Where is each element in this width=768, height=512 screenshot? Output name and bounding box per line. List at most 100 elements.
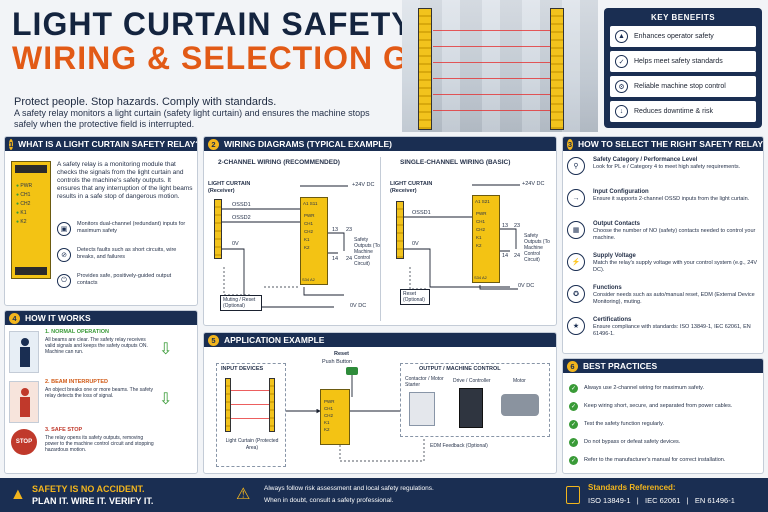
terminal-label: S21 — [481, 199, 490, 204]
selection-text: Choose the number of NO (safety) contact… — [593, 228, 756, 241]
step-safe-stop: STOP 3. SAFE STOP The relay opens its sa… — [9, 427, 191, 473]
selection-title: Functions — [593, 285, 622, 291]
step-normal: 1. NORMAL OPERATION All beams are clear.… — [9, 329, 191, 379]
person-clear-icon — [9, 331, 39, 373]
best-practice-item: ✓Keep wiring short, secure, and separate… — [569, 397, 761, 415]
standards-title: Standards Referenced: — [588, 483, 676, 492]
benefits-title: KEY BENEFITS — [650, 13, 716, 22]
selection-title: Safety Category / Performance Level — [593, 157, 698, 163]
terminal-label: 24 — [346, 256, 353, 262]
terminal-label: 23 — [346, 227, 353, 233]
contactor-icon — [409, 392, 435, 426]
input-icon: → — [567, 189, 585, 207]
wire-label: 0V — [232, 241, 239, 247]
intro-text: A safety relay monitors a light curtain … — [14, 108, 370, 129]
gear-icon: ⚙ — [615, 80, 628, 93]
feature-text: Detects faults such as short circuits, w… — [77, 247, 177, 260]
motor-label: Motor — [513, 378, 526, 384]
tagline: Protect people. Stop hazards. Comply wit… — [14, 96, 277, 108]
shield-icon: ▲ — [615, 30, 628, 43]
section-title: BEST PRACTICES — [583, 361, 658, 371]
check-icon: ✓ — [569, 455, 578, 465]
section-number: 5 — [208, 334, 219, 346]
person-interrupt-icon — [9, 381, 39, 423]
step-text: An object breaks one or more beams. The … — [45, 387, 154, 399]
relay-led-label: K2 — [476, 243, 482, 248]
benefit-item: ▲Enhances operator safety — [610, 26, 756, 47]
section-title: APPLICATION EXAMPLE — [224, 335, 325, 345]
benefit-label: Reduces downtime & risk — [634, 108, 713, 115]
light-curtain-emitter — [418, 8, 432, 130]
relay-led-label: CH2 — [476, 227, 486, 232]
contactor-label: Contactor / Motor Starter — [405, 376, 444, 388]
benefit-item: ⚙Reliable machine stop control — [610, 76, 756, 97]
relay-led-label: CH1 — [20, 192, 31, 198]
best-practice-text: Refer to the manufacturer's manual for c… — [584, 456, 726, 463]
check-icon: ✓ — [569, 401, 578, 411]
diagram-title-1ch: SINGLE-CHANNEL WIRING (BASIC) — [400, 159, 511, 166]
key-benefits-panel: KEY BENEFITS ▲Enhances operator safety ✓… — [604, 8, 762, 128]
section1-body: A safety relay is a monitoring module th… — [57, 161, 193, 200]
terminal-label: S34 — [474, 275, 482, 280]
light-curtain-receiver — [550, 8, 564, 130]
wire-label: OSSD2 — [232, 215, 251, 221]
relay-1ch: A1 S21 PWR CH1 CH2 K1 K2 S34 A2 — [472, 195, 500, 283]
best-practice-text: Test the safety function regularly. — [584, 420, 664, 427]
selection-text: Ensure it supports 2-channel OSSD inputs… — [593, 196, 750, 202]
section-number: 1 — [9, 138, 14, 150]
light-curtain-label: LIGHT CURTAIN (Receiver) — [390, 181, 433, 194]
push-button-label: Push Button — [322, 359, 352, 365]
feature-item: ▣Monitors dual-channel (redundant) input… — [57, 221, 193, 247]
section-header: 2 WIRING DIAGRAMS (TYPICAL EXAMPLE) — [204, 137, 556, 151]
selection-text: Ensure compliance with standards: ISO 13… — [593, 324, 751, 337]
section-number: 6 — [567, 360, 578, 372]
drive-icon — [459, 388, 483, 428]
safety-outputs-label: Safety Outputs (To Machine Control Circu… — [354, 237, 380, 267]
benefit-item: ↓Reduces downtime & risk — [610, 101, 756, 122]
section-number: 2 — [208, 138, 219, 150]
light-curtain-receiver-1ch — [396, 201, 404, 259]
puzzle-icon: ✪ — [567, 285, 585, 303]
relay-led-label: K2 — [20, 219, 27, 225]
relay-led-label: PWR — [476, 211, 487, 216]
feature-text: Provides safe, positively-guided output … — [77, 273, 172, 286]
step-text: All beams are clear. The safety relay re… — [45, 337, 148, 355]
step-text: The relay opens its safety outputs, remo… — [45, 435, 154, 453]
terminal-label: 23 — [514, 223, 521, 229]
edm-label: EDM Feedback (Optional) — [430, 443, 488, 449]
supply-label: 0V DC — [350, 303, 367, 309]
section-title: HOW IT WORKS — [25, 313, 91, 323]
step-interrupted: 2. BEAM INTERRUPTED An object breaks one… — [9, 379, 191, 429]
terminal-label: A1 — [303, 201, 309, 206]
section-title: HOW TO SELECT THE RIGHT SAFETY RELAY — [578, 139, 763, 149]
section-title: WIRING DIAGRAMS (TYPICAL EXAMPLE) — [224, 139, 392, 149]
relay-led-label: K1 — [304, 237, 310, 242]
shield-icon: ▲ — [10, 486, 26, 503]
section-header: 5 APPLICATION EXAMPLE — [204, 333, 556, 347]
footer-note-2: When in doubt, consult a safety professi… — [264, 497, 394, 504]
footer-slogan-1: SAFETY IS NO ACCIDENT. — [32, 484, 145, 494]
document-icon — [566, 486, 580, 504]
section-header: 6 BEST PRACTICES — [563, 359, 763, 373]
best-practice-item: ✓ Refer to the manufacturer's manual for … — [569, 451, 761, 469]
selection-title: Input Configuration — [593, 189, 649, 195]
push-button-icon — [346, 367, 358, 375]
down-arrow-icon: ⇩ — [159, 391, 173, 408]
standards-list: ISO 13849-1 | IEC 62061 | EN 61496-1 — [588, 496, 735, 505]
feature-text: Monitors dual-channel (redundant) inputs… — [77, 221, 186, 234]
light-curtain-receiver-2ch — [214, 199, 222, 259]
terminal-label: A1 — [475, 199, 481, 204]
application-svg — [286, 373, 425, 462]
selection-text: Look for PL e / Category 4 to meet high … — [593, 164, 741, 170]
light-curtain-label: LIGHT CURTAIN (Receiver) — [208, 181, 251, 194]
step-title: NORMAL OPERATION — [51, 329, 109, 335]
relay-led-label: CH1 — [476, 219, 486, 224]
